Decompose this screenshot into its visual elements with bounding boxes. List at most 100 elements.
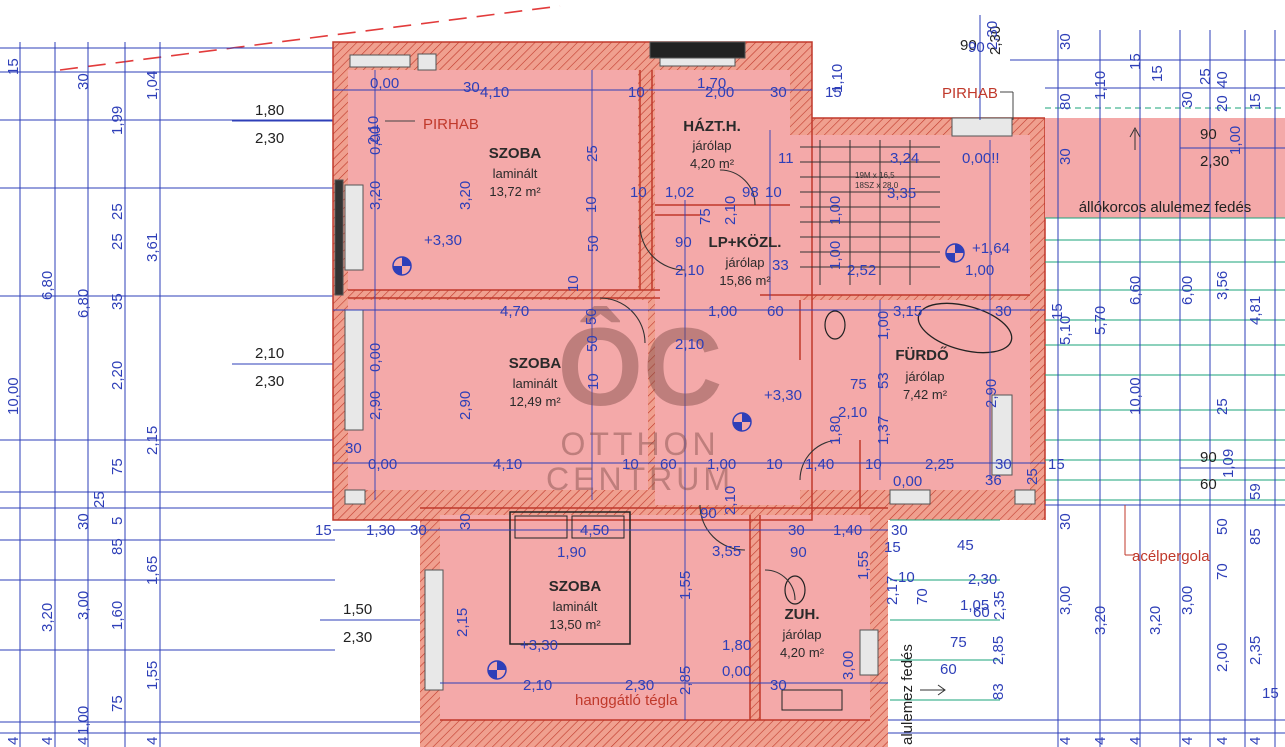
dimension-label: 2,10 — [523, 677, 552, 694]
dimension-label: 4,10 — [493, 456, 522, 473]
room-area: 13,50 m² — [549, 617, 601, 632]
room-name: ZUH. — [785, 606, 820, 623]
dimension-label: 90 — [790, 544, 807, 561]
dimension-label: 30 — [463, 79, 480, 96]
dimension-label: 1,00 — [827, 241, 844, 270]
level-value: +1,64 — [972, 240, 1010, 257]
svg-text:30: 30 — [1057, 513, 1074, 530]
dimension-label: 60 — [973, 604, 990, 621]
level-value: +3,30 — [424, 232, 462, 249]
side-cover-label: alulemez fedés — [899, 644, 916, 745]
dimension-label: 2,00 — [705, 84, 734, 101]
svg-text:15: 15 — [1262, 685, 1279, 702]
svg-text:30: 30 — [1179, 91, 1196, 108]
dimension-label: 2,17 — [884, 576, 901, 605]
svg-text:25: 25 — [1214, 398, 1231, 415]
svg-text:4: 4 — [1247, 737, 1264, 745]
dimension-label: 10 — [583, 196, 600, 213]
dimension-label: 3,20 — [367, 181, 384, 210]
building-plan — [332, 41, 1046, 747]
dimension-label: 10 — [630, 184, 647, 201]
dimension-label: 25 — [1024, 468, 1041, 485]
dimension-label: 1,80 — [827, 416, 844, 445]
dimension-label: 10 — [628, 84, 645, 101]
dimension-label: 1,40 — [833, 522, 862, 539]
svg-text:3,20: 3,20 — [1147, 606, 1164, 635]
svg-text:3,00: 3,00 — [1057, 586, 1074, 615]
dimension-label: 2,85 — [990, 636, 1007, 665]
dimension-label: 30 — [770, 84, 787, 101]
dimension-label: 25 — [584, 145, 601, 162]
dimension-label: 1,00 — [965, 262, 994, 279]
pirhab-label: PIRHAB — [942, 85, 998, 102]
dimension-label: 0,00 — [367, 126, 384, 155]
dimension-label: 1,55 — [677, 571, 694, 600]
dimension-label: 2,85 — [677, 666, 694, 695]
room-haztartas — [655, 70, 790, 215]
toilet — [824, 310, 846, 340]
svg-text:4: 4 — [1214, 737, 1231, 745]
dimension-label: 2,90 — [983, 379, 1000, 408]
dimension-label: 10 — [622, 456, 639, 473]
dimension-label: 3,00 — [840, 651, 857, 680]
svg-text:3,00: 3,00 — [75, 591, 92, 620]
dimension-label: 70 — [914, 588, 931, 605]
level-markers — [392, 243, 965, 680]
svg-text:4: 4 — [75, 737, 92, 745]
stair-note: 18SZ x 28,0 — [855, 181, 899, 190]
dimension-label: 2,10 — [675, 336, 704, 353]
dimension-label: 0,00!! — [962, 150, 1000, 167]
roof-outline-dashed — [59, 5, 561, 71]
svg-text:5,10: 5,10 — [1057, 316, 1074, 345]
dimension-label: 11 — [778, 150, 794, 167]
dimension-label: 30 — [457, 513, 474, 530]
room-area: 7,42 m² — [903, 387, 948, 402]
dimension-label: 15 — [315, 522, 332, 539]
svg-text:2,30: 2,30 — [255, 373, 284, 390]
svg-text:2,30: 2,30 — [343, 629, 372, 646]
svg-text:10,00: 10,00 — [5, 377, 22, 415]
dimension-label: 2,25 — [925, 456, 954, 473]
svg-text:1,04: 1,04 — [144, 71, 161, 100]
watermark-logo: ÔC OTTHON CENTRUM — [546, 306, 730, 497]
svg-text:1,00: 1,00 — [75, 706, 92, 735]
dimension-label: 50 — [585, 235, 602, 252]
svg-text:6,60: 6,60 — [1127, 276, 1144, 305]
svg-text:75: 75 — [109, 458, 126, 475]
brick-label: hanggátló tégla — [575, 692, 678, 709]
dimension-label: 15 — [825, 84, 842, 101]
dimension-label: 2,10 — [838, 404, 867, 421]
svg-text:90: 90 — [1200, 126, 1217, 143]
svg-text:1,00: 1,00 — [1227, 126, 1244, 155]
dimension-label: 1,10 — [829, 64, 846, 93]
svg-text:4: 4 — [1179, 737, 1196, 745]
dimension-label: 1,00 — [827, 196, 844, 225]
left-dimension-lines — [0, 42, 420, 747]
dimension-label: 1,02 — [665, 184, 694, 201]
right-dim-texts: 30 80 30 5,10 30 3,00 4 1,10 5,70 10,00 … — [960, 26, 1279, 745]
room-area: 4,20 m² — [690, 156, 735, 171]
svg-text:1,65: 1,65 — [144, 556, 161, 585]
room-furdo — [760, 300, 1030, 490]
svg-text:25: 25 — [109, 203, 126, 220]
level-value: +3,30 — [520, 637, 558, 654]
svg-text:35: 35 — [109, 293, 126, 310]
dimension-label: 10 — [765, 184, 782, 201]
dimension-label: 75 — [850, 376, 867, 393]
dimension-label: 1,55 — [855, 551, 872, 580]
svg-text:4: 4 — [1127, 737, 1144, 745]
svg-text:30: 30 — [75, 513, 92, 530]
dimension-label: 3,15 — [893, 303, 922, 320]
room-szoba-2 — [348, 300, 648, 490]
dimension-label: 10 — [585, 373, 602, 390]
dimension-label: 1,90 — [557, 544, 586, 561]
dimension-label: 2,10 — [722, 196, 739, 225]
svg-text:2,15: 2,15 — [144, 426, 161, 455]
dimension-label: 0,00 — [893, 473, 922, 490]
room-name: HÁZT.H. — [683, 118, 741, 135]
level-value: +3,30 — [764, 387, 802, 404]
svg-text:85: 85 — [1247, 528, 1264, 545]
svg-text:15: 15 — [1127, 53, 1144, 70]
svg-text:OTTHON: OTTHON — [560, 426, 719, 462]
